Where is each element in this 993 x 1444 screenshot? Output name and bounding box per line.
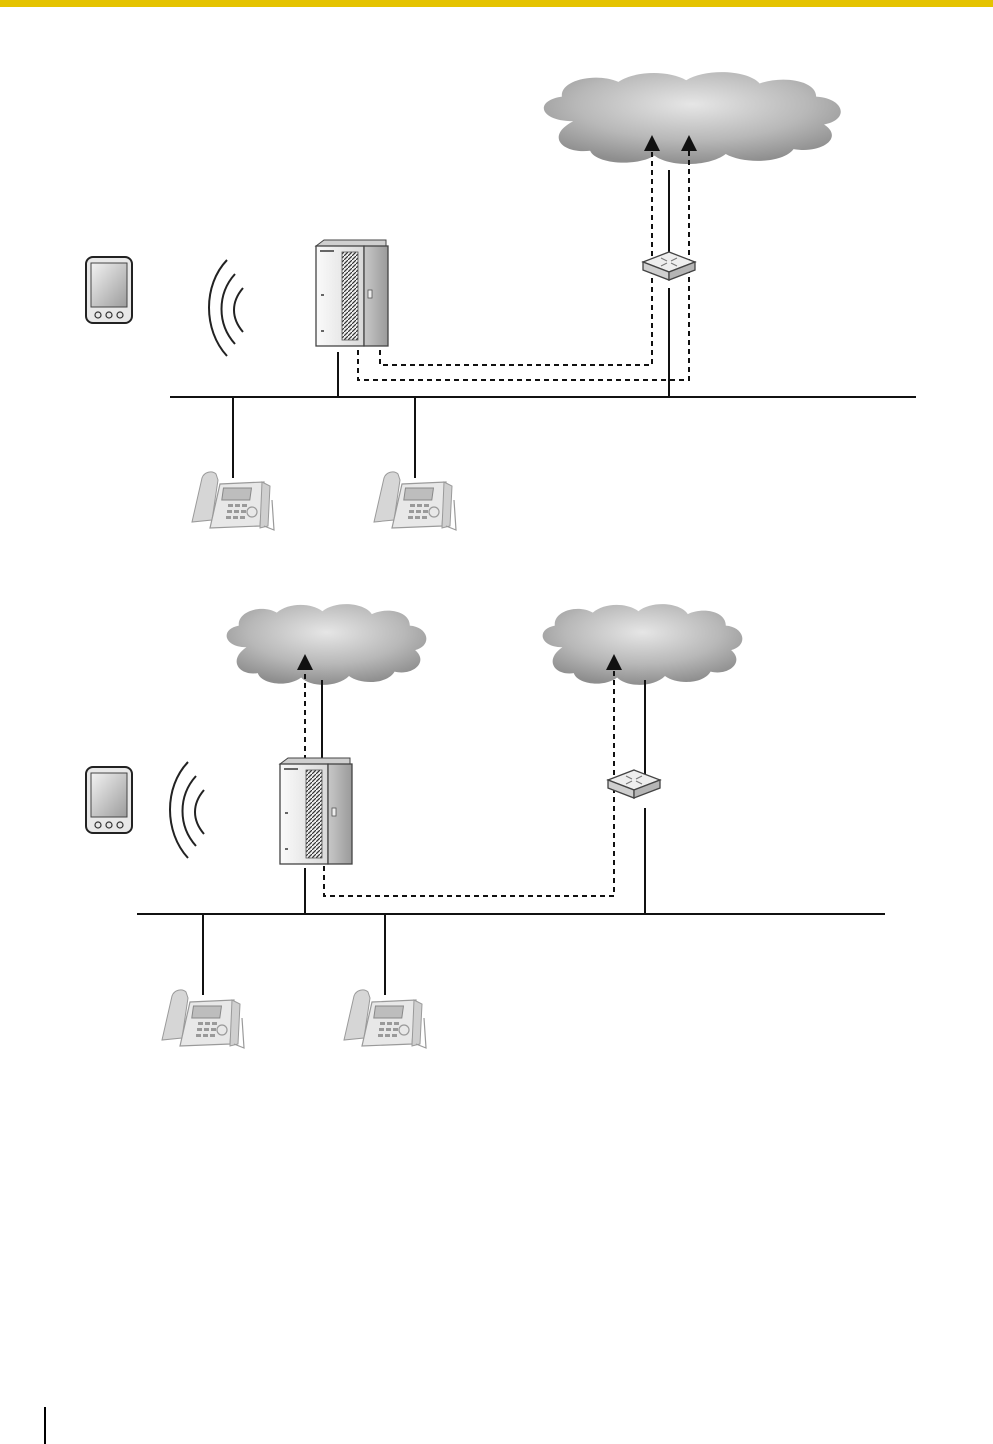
router-icon	[608, 770, 660, 798]
pbx-unit-icon	[280, 758, 352, 864]
router-icon	[643, 252, 695, 280]
diagram-1	[86, 72, 916, 530]
pbx-unit-icon	[316, 240, 388, 346]
smartphone-icon	[86, 767, 132, 833]
ip-phone-icon	[162, 990, 244, 1048]
page-margin-marker	[44, 1407, 46, 1444]
ip-phone-icon	[192, 472, 274, 530]
smartphone-icon	[86, 257, 132, 323]
dashed-path	[324, 662, 614, 896]
ip-phone-icon	[374, 472, 456, 530]
ip-phone-icon	[344, 990, 426, 1048]
wireless-signal-icon	[170, 762, 204, 858]
cloud-icon	[544, 72, 841, 164]
cloud-icon	[543, 604, 743, 685]
dashed-path	[380, 143, 652, 365]
dashed-path	[358, 143, 689, 380]
cloud-icon	[227, 604, 427, 685]
wireless-signal-icon	[209, 260, 243, 356]
diagram-2	[86, 604, 885, 1048]
